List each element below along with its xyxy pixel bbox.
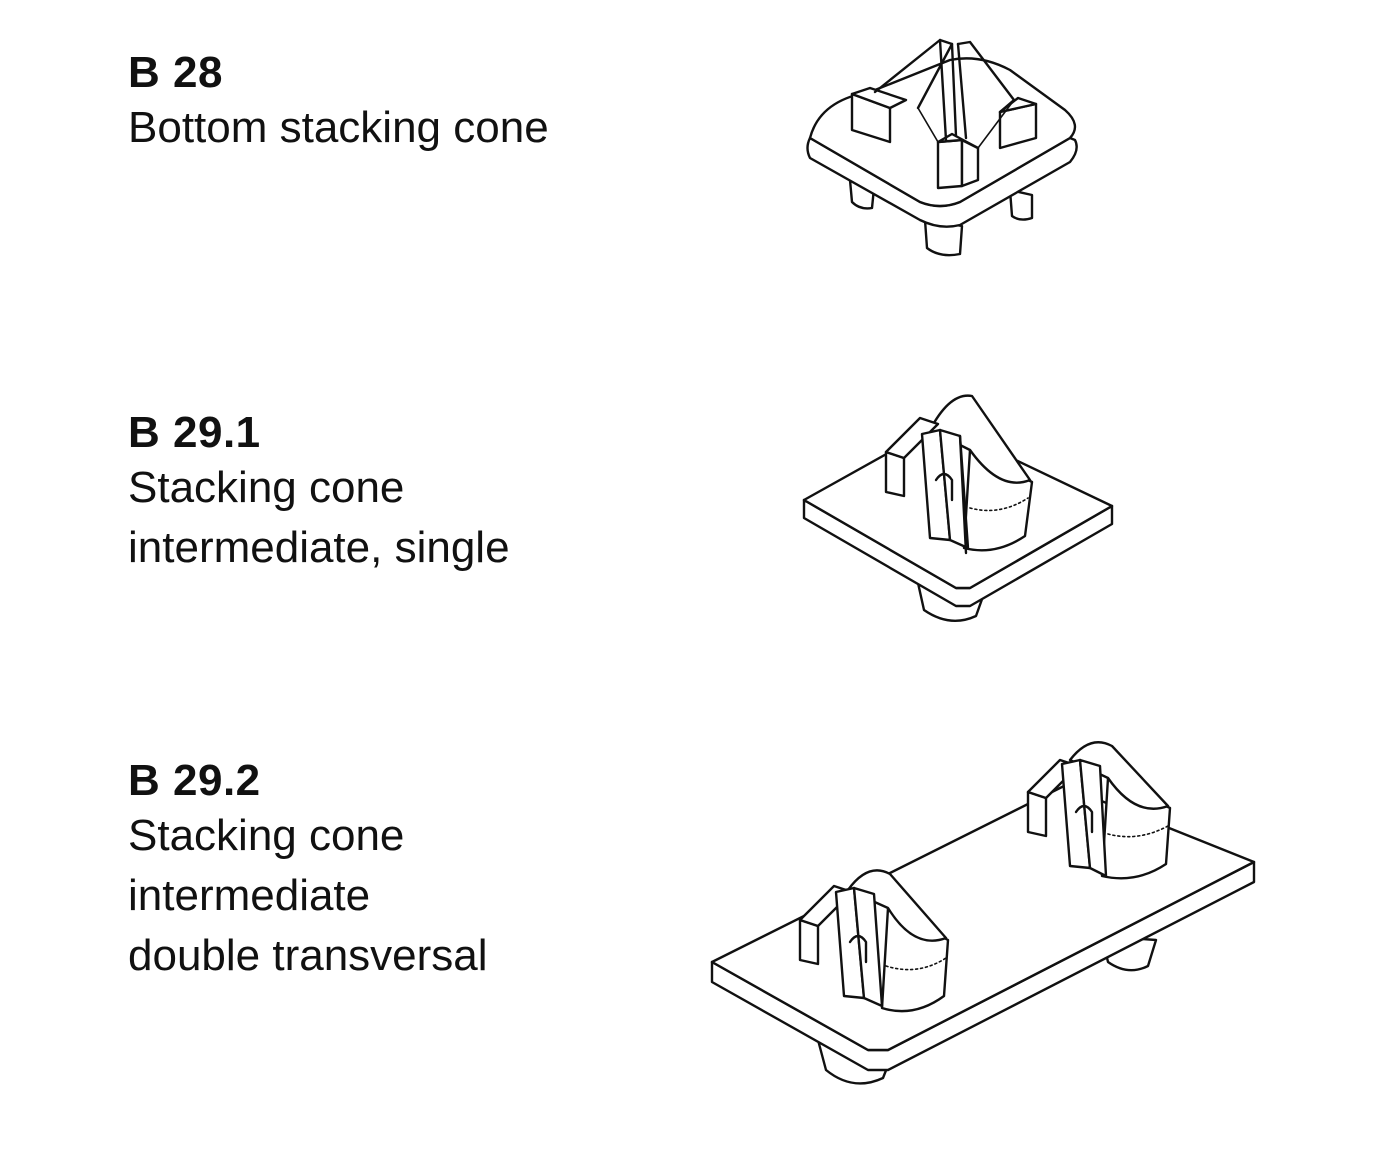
stacking-cone-single-drawing	[800, 388, 1120, 643]
item-code: B 28	[128, 48, 223, 97]
item-description-line: intermediate, single	[128, 523, 510, 572]
item-description: Bottom stacking cone	[128, 98, 549, 158]
item-description-line: Stacking cone	[128, 811, 405, 860]
item-description-line: double transversal	[128, 931, 488, 980]
bottom-stacking-cone-icon	[806, 38, 1078, 257]
item-description-line: Stacking cone	[128, 463, 405, 512]
item-code: B 29.1	[128, 408, 261, 457]
stacking-cone-double-drawing	[708, 740, 1263, 1105]
item-description-line: intermediate	[128, 871, 371, 920]
item-code: B 29.2	[128, 756, 261, 805]
stacking-cone-double-icon	[710, 741, 1256, 1085]
item-description: Stacking cone intermediate, single	[128, 458, 510, 578]
item-b29-1-label: B 29.1 Stacking cone intermediate, singl…	[128, 408, 510, 578]
item-description-line: Bottom stacking cone	[128, 103, 549, 152]
stacking-cone-single-icon	[802, 394, 1114, 622]
bottom-stacking-cone-drawing	[800, 30, 1090, 275]
item-description: Stacking cone intermediate double transv…	[128, 806, 488, 986]
item-b28-label: B 28 Bottom stacking cone	[128, 48, 549, 158]
item-b29-2-label: B 29.2 Stacking cone intermediate double…	[128, 756, 488, 986]
